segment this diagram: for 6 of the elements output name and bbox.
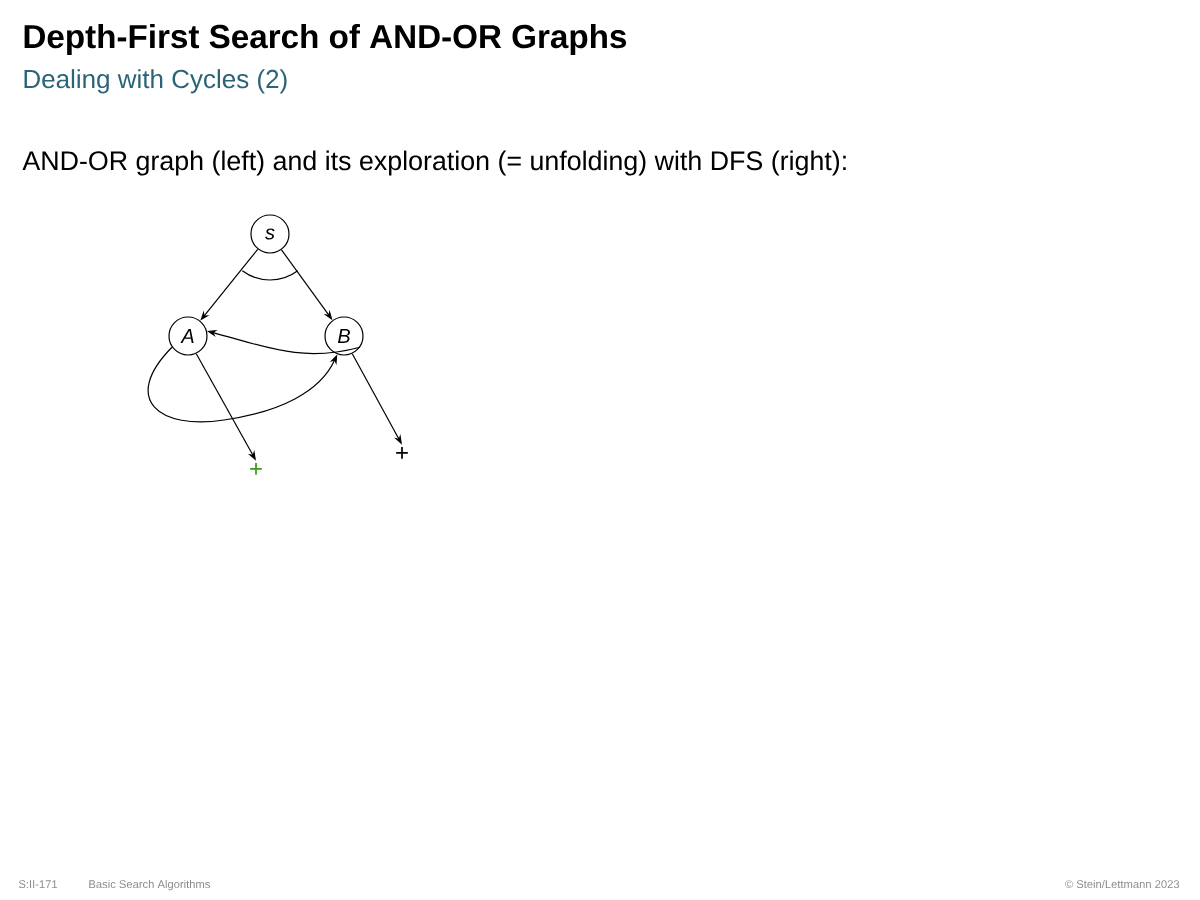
terminal-symbol: + (396, 447, 408, 459)
intro-sentence: AND-OR graph (left) and its exploration (= unfolding) with DFS (right): (22, 150, 846, 176)
arrow (147, 346, 338, 423)
subtitle: Dealing with Cycles (2) (24, 69, 287, 94)
slide-title: Depth-First Search of AND-OR Graphs (24, 23, 627, 55)
terminal-symbol: + (250, 463, 262, 475)
